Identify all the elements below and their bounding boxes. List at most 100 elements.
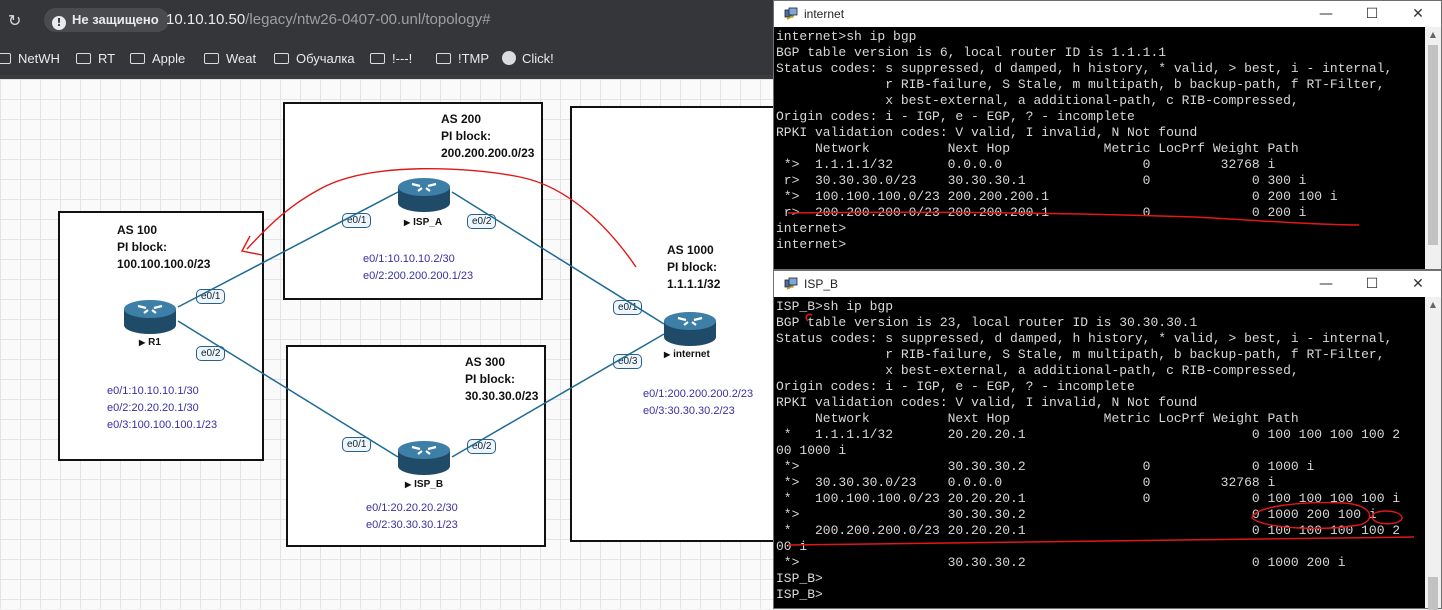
terminal-line: r RIB-failure, S Stale, m multipath, b b… [776,77,1385,92]
bookmark-obuchalka[interactable]: Обучалка [274,49,355,69]
bookmark-tmp[interactable]: !TMP [436,49,489,69]
folder-icon [204,53,219,64]
isp-a-ip-e02: e0/2:200.200.200.1/23 [363,270,474,282]
isp-b-ip-e02: e0/2:30.30.30.1/23 [366,519,458,531]
minimize-button[interactable]: — [1319,6,1333,22]
putty-icon [784,7,798,20]
router-icon [124,300,176,334]
router-icon [398,441,450,475]
terminal-line: *> 30.30.30.2 0 1000 200 100 i [776,507,1377,522]
router-isp-a[interactable] [396,175,452,215]
port-internet-e03[interactable]: e0/3 [613,354,643,369]
folder-icon [436,53,451,64]
terminal-line: internet> [776,237,847,252]
as200-pi-label: PI block: [441,129,492,143]
port-isp-a-e02[interactable]: e0/2 [467,214,497,229]
isp-b-ip-e01: e0/1:20.20.20.2/30 [366,502,458,514]
r1-ip-e03: e0/3:100.100.100.1/23 [107,419,218,431]
terminal-line: * 1.1.1.1/32 20.20.20.1 0 100 100 100 10… [776,427,1401,442]
r1-ip-e01: e0/1:10.10.10.1/30 [107,385,199,397]
as1000-pi-block: 1.1.1.1/32 [667,277,721,291]
terminal-line: BGP table version is 6, local router ID … [776,45,1167,60]
terminal-line: x best-external, a additional-path, c RI… [776,93,1299,108]
bookmark-click[interactable]: Click! [502,49,554,69]
url-field[interactable]: 10.10.10.50/legacy/ntw26-0407-00.unl/top… [166,11,490,28]
terminal-line: Network Next Hop Metric LocPrf Weight Pa… [776,141,1299,156]
topology-canvas[interactable]: AS 100 PI block: 100.100.100.0/23 AS 200… [0,79,775,609]
as200-pi-block: 200.200.200.0/23 [441,146,535,160]
as300-pi-label: PI block: [465,372,516,386]
scroll-thumb[interactable] [1428,577,1438,610]
router-icon [664,312,716,346]
close-button[interactable]: ✕ [1412,276,1424,292]
port-isp-b-e02[interactable]: e0/2 [467,439,497,454]
scroll-up-icon[interactable]: ▲ [1429,300,1437,309]
folder-icon [274,53,289,64]
router-isp-b[interactable] [396,438,452,478]
port-r1-e01[interactable]: e0/1 [196,289,226,304]
bookmark-apple[interactable]: Apple [130,49,185,69]
internet-ip-e03: e0/3:30.30.30.2/23 [643,405,735,417]
port-isp-b-e01[interactable]: e0/1 [342,437,372,452]
maximize-button[interactable]: ☐ [1365,276,1379,292]
terminal-titlebar[interactable]: internet — ☐ ✕ [774,1,1441,27]
terminal-line: Status codes: s suppressed, d damped, h … [776,331,1393,346]
folder-icon [76,53,91,64]
security-chip[interactable]: !Не защищено [44,8,169,32]
terminal-titlebar[interactable]: ISP_B — ☐ ✕ [774,271,1441,297]
router-r1[interactable] [122,297,178,337]
terminal-line: RPKI validation codes: V valid, I invali… [776,125,1198,140]
terminal-title: internet [804,7,845,21]
as1000-title: AS 1000 [667,243,714,257]
terminal-line: Status codes: s suppressed, d damped, h … [776,61,1393,76]
as100-title: AS 100 [117,223,158,237]
terminal-line: r> 200.200.200.0/23 200.200.200.1 0 0 20… [776,205,1307,220]
bookmark-separator[interactable]: !---! [370,49,412,69]
scrollbar[interactable]: ▲ [1425,297,1441,610]
internet-ip-e01: e0/1:200.200.200.2/23 [643,388,754,400]
terminal-window-internet[interactable]: internet — ☐ ✕ internet>sh ip bgp BGP ta… [773,0,1442,270]
as300-title: AS 300 [465,355,506,369]
router-internet[interactable] [662,309,718,349]
terminal-output[interactable]: ISP_B>sh ip bgp BGP table version is 23,… [774,297,1425,608]
bookmark-netwh[interactable]: NetWH [0,49,60,69]
port-r1-e02[interactable]: e0/2 [196,346,226,361]
as200-title: AS 200 [441,112,482,126]
scroll-thumb[interactable] [1428,45,1438,245]
url-host: 10.10.10.50 [166,11,246,28]
as300-pi-block: 30.30.30.0/23 [465,389,539,403]
bookmark-weat[interactable]: Weat [204,49,256,69]
terminal-line: RPKI validation codes: V valid, I invali… [776,395,1198,410]
terminal-line: 00 i [776,539,808,554]
as100-pi-block: 100.100.100.0/23 [117,257,211,271]
port-internet-e01[interactable]: e0/1 [613,300,643,315]
port-isp-a-e01[interactable]: e0/1 [342,213,372,228]
terminal-line: *> 30.30.30.2 0 1000 200 i [776,555,1346,570]
warning-icon: ! [52,16,66,30]
globe-icon [502,51,516,65]
terminal-line: ISP_B>sh ip bgp [776,299,894,314]
terminal-line: x best-external, a additional-path, c RI… [776,363,1299,378]
reload-icon[interactable]: ↻ [8,11,22,30]
scroll-up-icon[interactable]: ▲ [1429,30,1437,39]
terminal-line: BGP table version is 23, local router ID… [776,315,1198,330]
terminal-line: Network Next Hop Metric LocPrf Weight Pa… [776,411,1299,426]
terminal-line: *> 30.30.30.0/23 0.0.0.0 0 32768 i [776,475,1276,490]
folder-icon [370,53,385,64]
terminal-line: 00 1000 i [776,443,847,458]
as1000-pi-label: PI block: [667,260,718,274]
terminal-line: *> 1.1.1.1/32 0.0.0.0 0 32768 i [776,157,1276,172]
terminal-output[interactable]: internet>sh ip bgp BGP table version is … [774,27,1425,269]
minimize-button[interactable]: — [1319,276,1333,292]
scrollbar[interactable]: ▲ [1425,27,1441,269]
terminal-line: internet>sh ip bgp [776,29,917,44]
maximize-button[interactable]: ☐ [1365,6,1379,22]
terminal-line: ISP_B> [776,587,823,602]
close-button[interactable]: ✕ [1412,6,1424,22]
router-isp-a-label: ▶ISP_A [404,217,443,228]
terminal-window-isp-b[interactable]: ISP_B — ☐ ✕ ISP_B>sh ip bgp BGP table ve… [773,270,1442,610]
terminal-line: *> 100.100.100.0/23 200.200.200.1 0 200 … [776,189,1338,204]
r1-ip-e02: e0/2:20.20.20.1/30 [107,402,199,414]
terminal-line: Origin codes: i - IGP, e - EGP, ? - inco… [776,109,1135,124]
bookmark-rt[interactable]: RT [76,49,115,69]
